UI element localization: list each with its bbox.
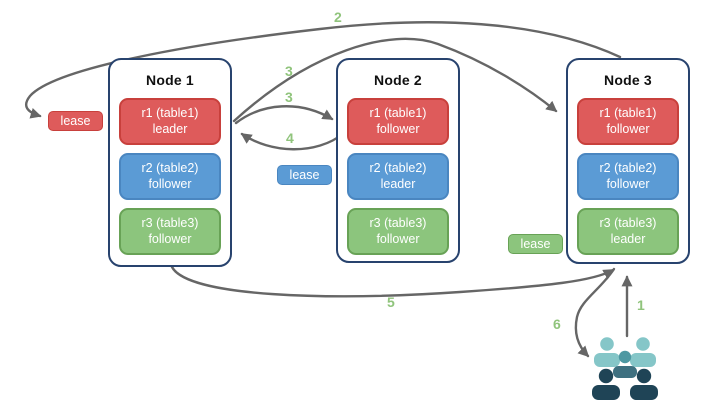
range-name: r2 (table2) (599, 160, 657, 175)
node-3-range-r3: r3 (table3) leader (577, 208, 679, 255)
step-label-1: 1 (637, 297, 645, 313)
step-label-3a: 3 (285, 63, 293, 79)
step-label-2: 2 (334, 9, 342, 25)
node-2-range-r1: r1 (table1) follower (347, 98, 449, 145)
range-role: follower (376, 231, 420, 246)
step-label-6: 6 (553, 316, 561, 332)
range-role: follower (606, 121, 650, 136)
node-2-range-r3: r3 (table3) follower (347, 208, 449, 255)
node-2: Node 2 r1 (table1) follower r2 (table2) … (336, 58, 460, 263)
node-2-title: Node 2 (374, 72, 422, 88)
node-1-title: Node 1 (146, 72, 194, 88)
lease-badge-r2: lease (277, 165, 332, 185)
arrow-step3-node1-to-node2 (234, 105, 334, 125)
lease-badge-r1: lease (48, 111, 103, 131)
node-1: Node 1 r1 (table1) leader r2 (table2) fo… (108, 58, 232, 267)
node-1-range-r1: r1 (table1) leader (119, 98, 221, 145)
range-role: follower (376, 121, 420, 136)
range-role: leader (152, 121, 188, 136)
arrow-step5-node1-to-node3 (170, 265, 615, 298)
range-name: r1 (table1) (369, 105, 427, 120)
node-3-range-r2: r2 (table2) follower (577, 153, 679, 200)
range-name: r2 (table2) (141, 160, 199, 175)
range-name: r3 (table3) (599, 215, 657, 230)
lease-badge-r3: lease (508, 234, 563, 254)
range-role: leader (380, 176, 416, 191)
step-label-4: 4 (286, 130, 294, 146)
range-role: follower (148, 176, 192, 191)
range-name: r3 (table3) (369, 215, 427, 230)
node-3: Node 3 r1 (table1) follower r2 (table2) … (566, 58, 690, 264)
range-role: follower (148, 231, 192, 246)
range-name: r3 (table3) (141, 215, 199, 230)
node-1-range-r3: r3 (table3) follower (119, 208, 221, 255)
range-name: r2 (table2) (369, 160, 427, 175)
node-3-range-r1: r1 (table1) follower (577, 98, 679, 145)
node-3-title: Node 3 (604, 72, 652, 88)
users-icon (592, 337, 658, 400)
step-label-3b: 3 (285, 89, 293, 105)
step-label-5: 5 (387, 294, 395, 310)
node-2-range-r2: r2 (table2) leader (347, 153, 449, 200)
range-name: r1 (table1) (599, 105, 657, 120)
range-role: follower (606, 176, 650, 191)
range-name: r1 (table1) (141, 105, 199, 120)
range-role: leader (610, 231, 646, 246)
node-1-range-r2: r2 (table2) follower (119, 153, 221, 200)
